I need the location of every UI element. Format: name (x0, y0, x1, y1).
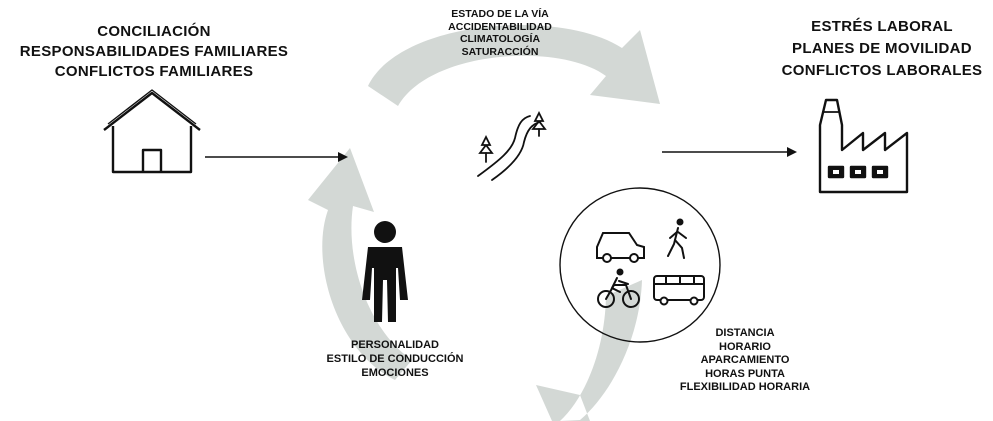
work-label: CONFLICTOS LABORALES (781, 62, 983, 79)
person-label: PERSONALIDAD (350, 339, 439, 351)
cycle-arrow-left (308, 148, 412, 380)
transport-label: APARCAMIENTO (700, 354, 790, 366)
home-label: CONFLICTOS FAMILIARES (54, 63, 254, 80)
transport-label: HORARIO (719, 340, 771, 353)
road-trees-icon (477, 110, 547, 181)
cycle-arrows (308, 25, 660, 421)
transport-circle (559, 187, 721, 343)
cyclist-icon (597, 268, 640, 308)
home-arrow-head (338, 152, 348, 162)
person-label: ESTILO DE CONDUCCIÓN (326, 353, 464, 365)
work-label: ESTRÉS LABORAL (811, 18, 953, 35)
home-factors: CONCILIACIÓN RESPONSABILIDADES FAMILIARE… (8, 22, 300, 82)
transport-factors: DISTANCIA HORARIO APARCAMIENTO HORAS PUN… (660, 327, 830, 395)
transport-label: DISTANCIA (715, 327, 775, 339)
transport-label: FLEXIBILIDAD HORARIA (679, 381, 811, 393)
work-label: PLANES DE MOVILIDAD (792, 40, 972, 57)
bus-icon (653, 275, 705, 306)
cycle-arrow-top (368, 25, 660, 106)
work-arrow-head (787, 147, 797, 157)
home-label: CONCILIACIÓN (97, 23, 211, 40)
person-label: EMOCIONES (361, 367, 429, 379)
home-label: RESPONSABILIDADES FAMILIARES (19, 43, 289, 60)
factory-icon (818, 98, 909, 194)
road-factors: ESTADO DE LA VÍA ACCIDENTABILIDAD CLIMAT… (410, 8, 590, 58)
car-icon (596, 232, 645, 263)
road-label: CLIMATOLOGÍA (459, 33, 541, 45)
house-icon (103, 89, 201, 174)
work-factors: ESTRÉS LABORAL PLANES DE MOVILIDAD CONFL… (772, 16, 992, 82)
person-icon (362, 221, 408, 322)
transport-label: HORAS PUNTA (705, 367, 785, 380)
road-label: ACCIDENTABILIDAD (448, 20, 552, 33)
flow-arrows (205, 147, 797, 162)
cycle-arrow-bottom (536, 280, 642, 421)
person-factors: PERSONALIDAD ESTILO DE CONDUCCIÓN EMOCIO… (300, 338, 490, 380)
pedestrian-icon (667, 218, 687, 259)
road-label: ESTADO DE LA VÍA (451, 8, 549, 20)
road-label: SATURACCIÓN (461, 45, 539, 58)
